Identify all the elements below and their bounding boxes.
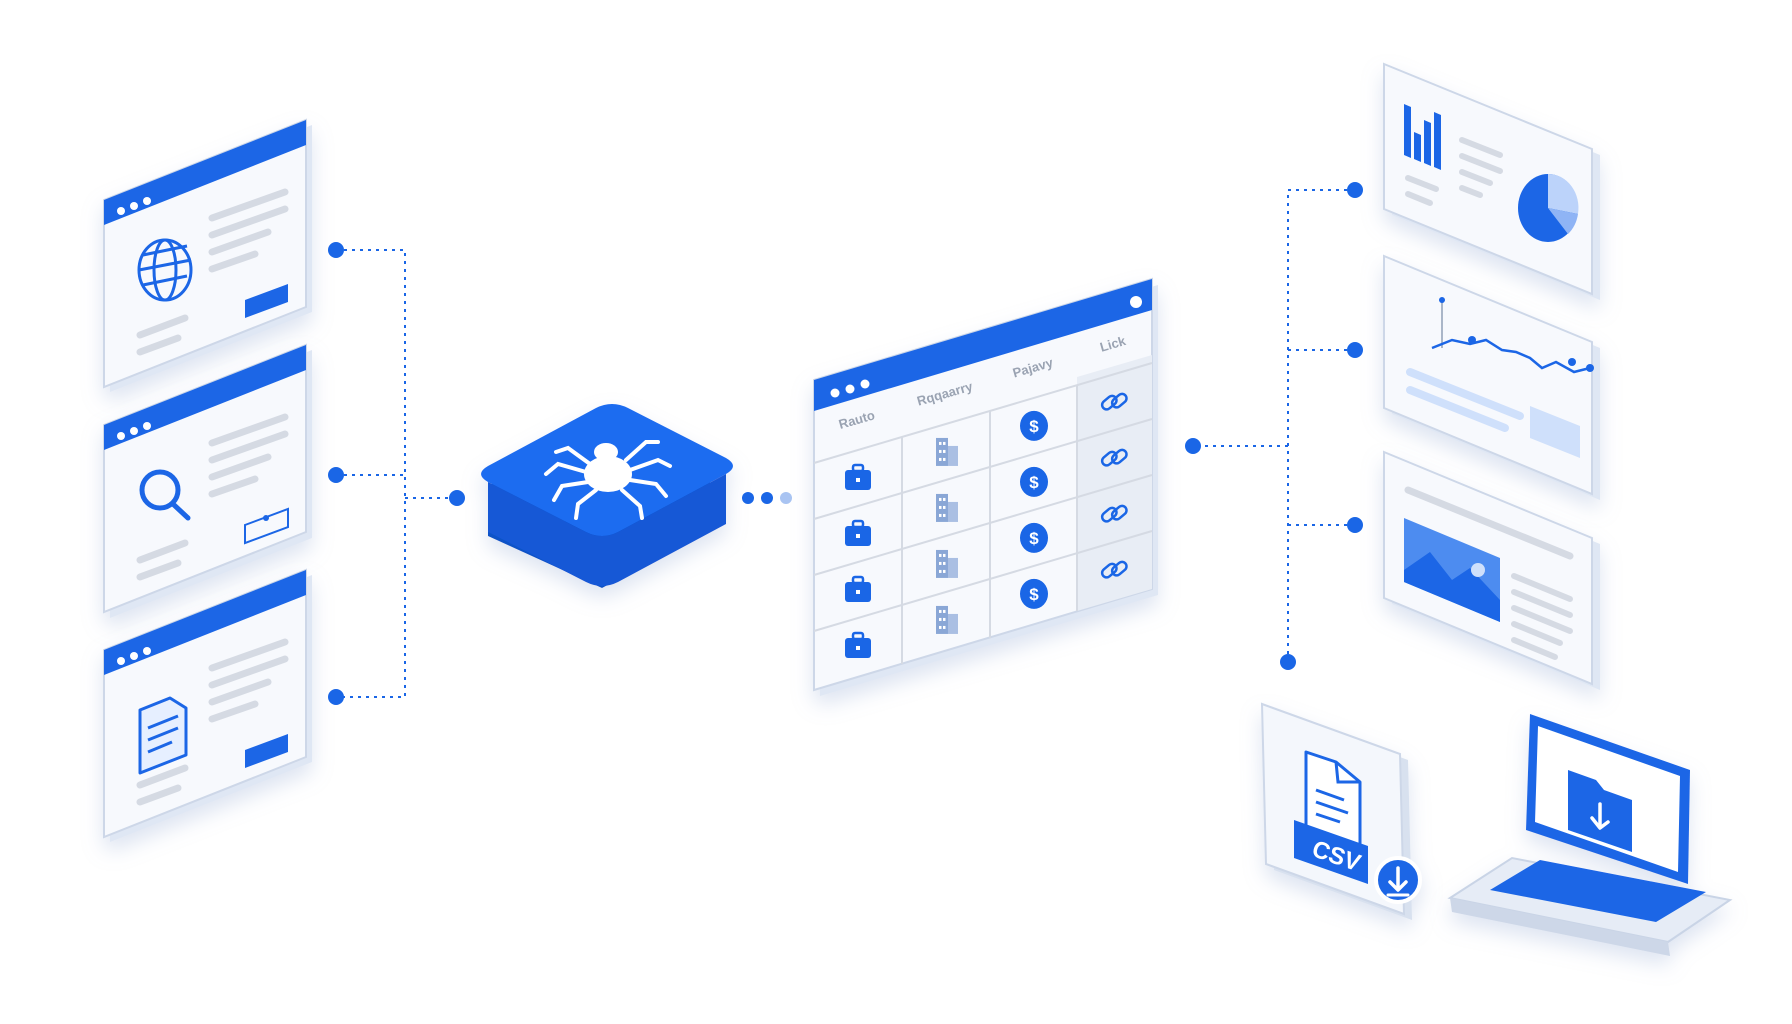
- globe-icon: [137, 238, 193, 302]
- source-window-web: [103, 118, 312, 392]
- crawler-block: [481, 404, 733, 588]
- connector-dots-right: [1185, 182, 1363, 670]
- laptop-folder-icon: [1568, 770, 1632, 852]
- source-connectors: [336, 249, 455, 698]
- table-header-4: Lick: [1098, 333, 1128, 355]
- svg-text:$: $: [1029, 529, 1039, 548]
- link-icon: [1100, 504, 1128, 523]
- building-icon: [936, 437, 958, 466]
- output-connectors: [1197, 189, 1355, 662]
- svg-text:$: $: [1029, 417, 1039, 436]
- output-trend-panel: [1383, 254, 1600, 500]
- magnifier-icon: [139, 469, 191, 521]
- briefcase-icon: [845, 463, 871, 490]
- laptop-download: [1447, 714, 1733, 956]
- line-chart-icon: [1431, 297, 1594, 374]
- link-icon: [1100, 392, 1128, 411]
- svg-text:$: $: [1029, 473, 1039, 492]
- building-icon: [936, 493, 958, 522]
- document-icon: [138, 696, 188, 775]
- link-icon: [1100, 448, 1128, 467]
- building-icon: [936, 605, 958, 634]
- crawler-output-dots: [742, 492, 792, 504]
- spider-icon: [544, 440, 672, 520]
- dollar-coin-icon: $: [1020, 578, 1048, 609]
- source-window-search: [103, 343, 312, 618]
- download-badge-icon: [1374, 856, 1422, 904]
- svg-text:$: $: [1029, 585, 1039, 604]
- table-body: $ $ $ $: [845, 392, 1128, 658]
- link-icon: [1100, 560, 1128, 579]
- bar-chart-icon: [1404, 104, 1441, 170]
- source-window-document: [103, 568, 312, 842]
- dollar-coin-icon: $: [1020, 410, 1048, 441]
- building-icon: [936, 549, 958, 578]
- dollar-coin-icon: $: [1020, 466, 1048, 497]
- connector-dots-left: [328, 242, 465, 705]
- briefcase-icon: [845, 575, 871, 602]
- csv-export-tile: CSV: [1260, 702, 1422, 920]
- csv-file-icon: CSV: [1294, 750, 1368, 884]
- data-table-window: [813, 277, 1158, 696]
- image-icon: [1404, 518, 1500, 622]
- briefcase-icon: [845, 631, 871, 658]
- dollar-coin-icon: $: [1020, 522, 1048, 553]
- briefcase-icon: [845, 519, 871, 546]
- pie-chart-icon: [1518, 173, 1579, 242]
- output-content-panel: [1383, 450, 1600, 690]
- output-dashboard-panel: [1383, 62, 1600, 300]
